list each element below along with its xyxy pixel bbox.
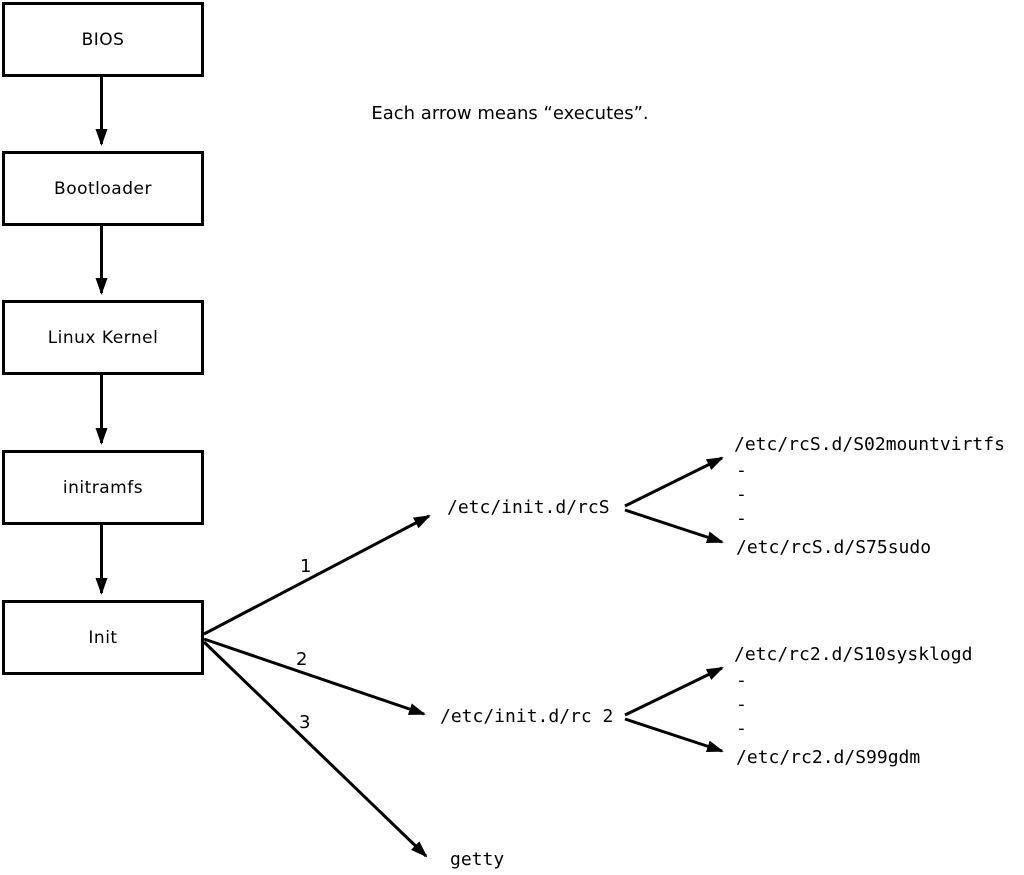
arrow-init-to-rc2	[203, 637, 426, 716]
node-init: Init	[2, 600, 204, 675]
rc2-ellipsis-dash: -	[736, 670, 747, 691]
getty-label: getty	[450, 849, 505, 870]
arrow-rc2-to-first	[624, 666, 724, 717]
node-bootloader-label: Bootloader	[54, 178, 152, 199]
rcs-ellipsis-dash: -	[736, 484, 747, 505]
arrow-number-3: 3	[299, 712, 311, 733]
rc2-ellipsis-dash: -	[736, 694, 747, 715]
rc2-first-entry: /etc/rc2.d/S10sysklogd	[734, 644, 973, 665]
node-linux-kernel-label: Linux Kernel	[47, 327, 159, 348]
arrow-rcs-to-first	[624, 456, 724, 508]
rc2-last-entry: /etc/rc2.d/S99gdm	[736, 747, 921, 768]
rcs-ellipsis-dash: -	[736, 508, 747, 529]
node-initramfs: initramfs	[2, 450, 204, 525]
node-linux-kernel: Linux Kernel	[2, 300, 204, 375]
rcs-first-entry: /etc/rcS.d/S02mountvirtfs	[734, 434, 1005, 455]
node-bios-label: BIOS	[81, 29, 125, 50]
arrow-rcs-to-last	[624, 508, 724, 544]
node-init-label: Init	[88, 627, 118, 648]
rcs-ellipsis-dash: -	[736, 460, 747, 481]
rcs-script-label: /etc/init.d/rcS	[447, 497, 610, 518]
arrow-rc2-to-last	[624, 717, 724, 753]
rc2-ellipsis-dash: -	[736, 718, 747, 739]
arrow-init-to-rcs	[203, 514, 431, 636]
arrow-init-to-getty	[202, 640, 428, 858]
node-initramfs-label: initramfs	[62, 477, 144, 498]
legend-note: Each arrow means “executes”.	[371, 103, 649, 124]
rcs-last-entry: /etc/rcS.d/S75sudo	[736, 537, 932, 558]
arrow-number-2: 2	[296, 649, 308, 670]
arrow-number-1: 1	[300, 556, 312, 577]
node-bios: BIOS	[2, 2, 204, 77]
rc2-script-label: /etc/init.d/rc 2	[440, 706, 614, 727]
node-bootloader: Bootloader	[2, 151, 204, 226]
